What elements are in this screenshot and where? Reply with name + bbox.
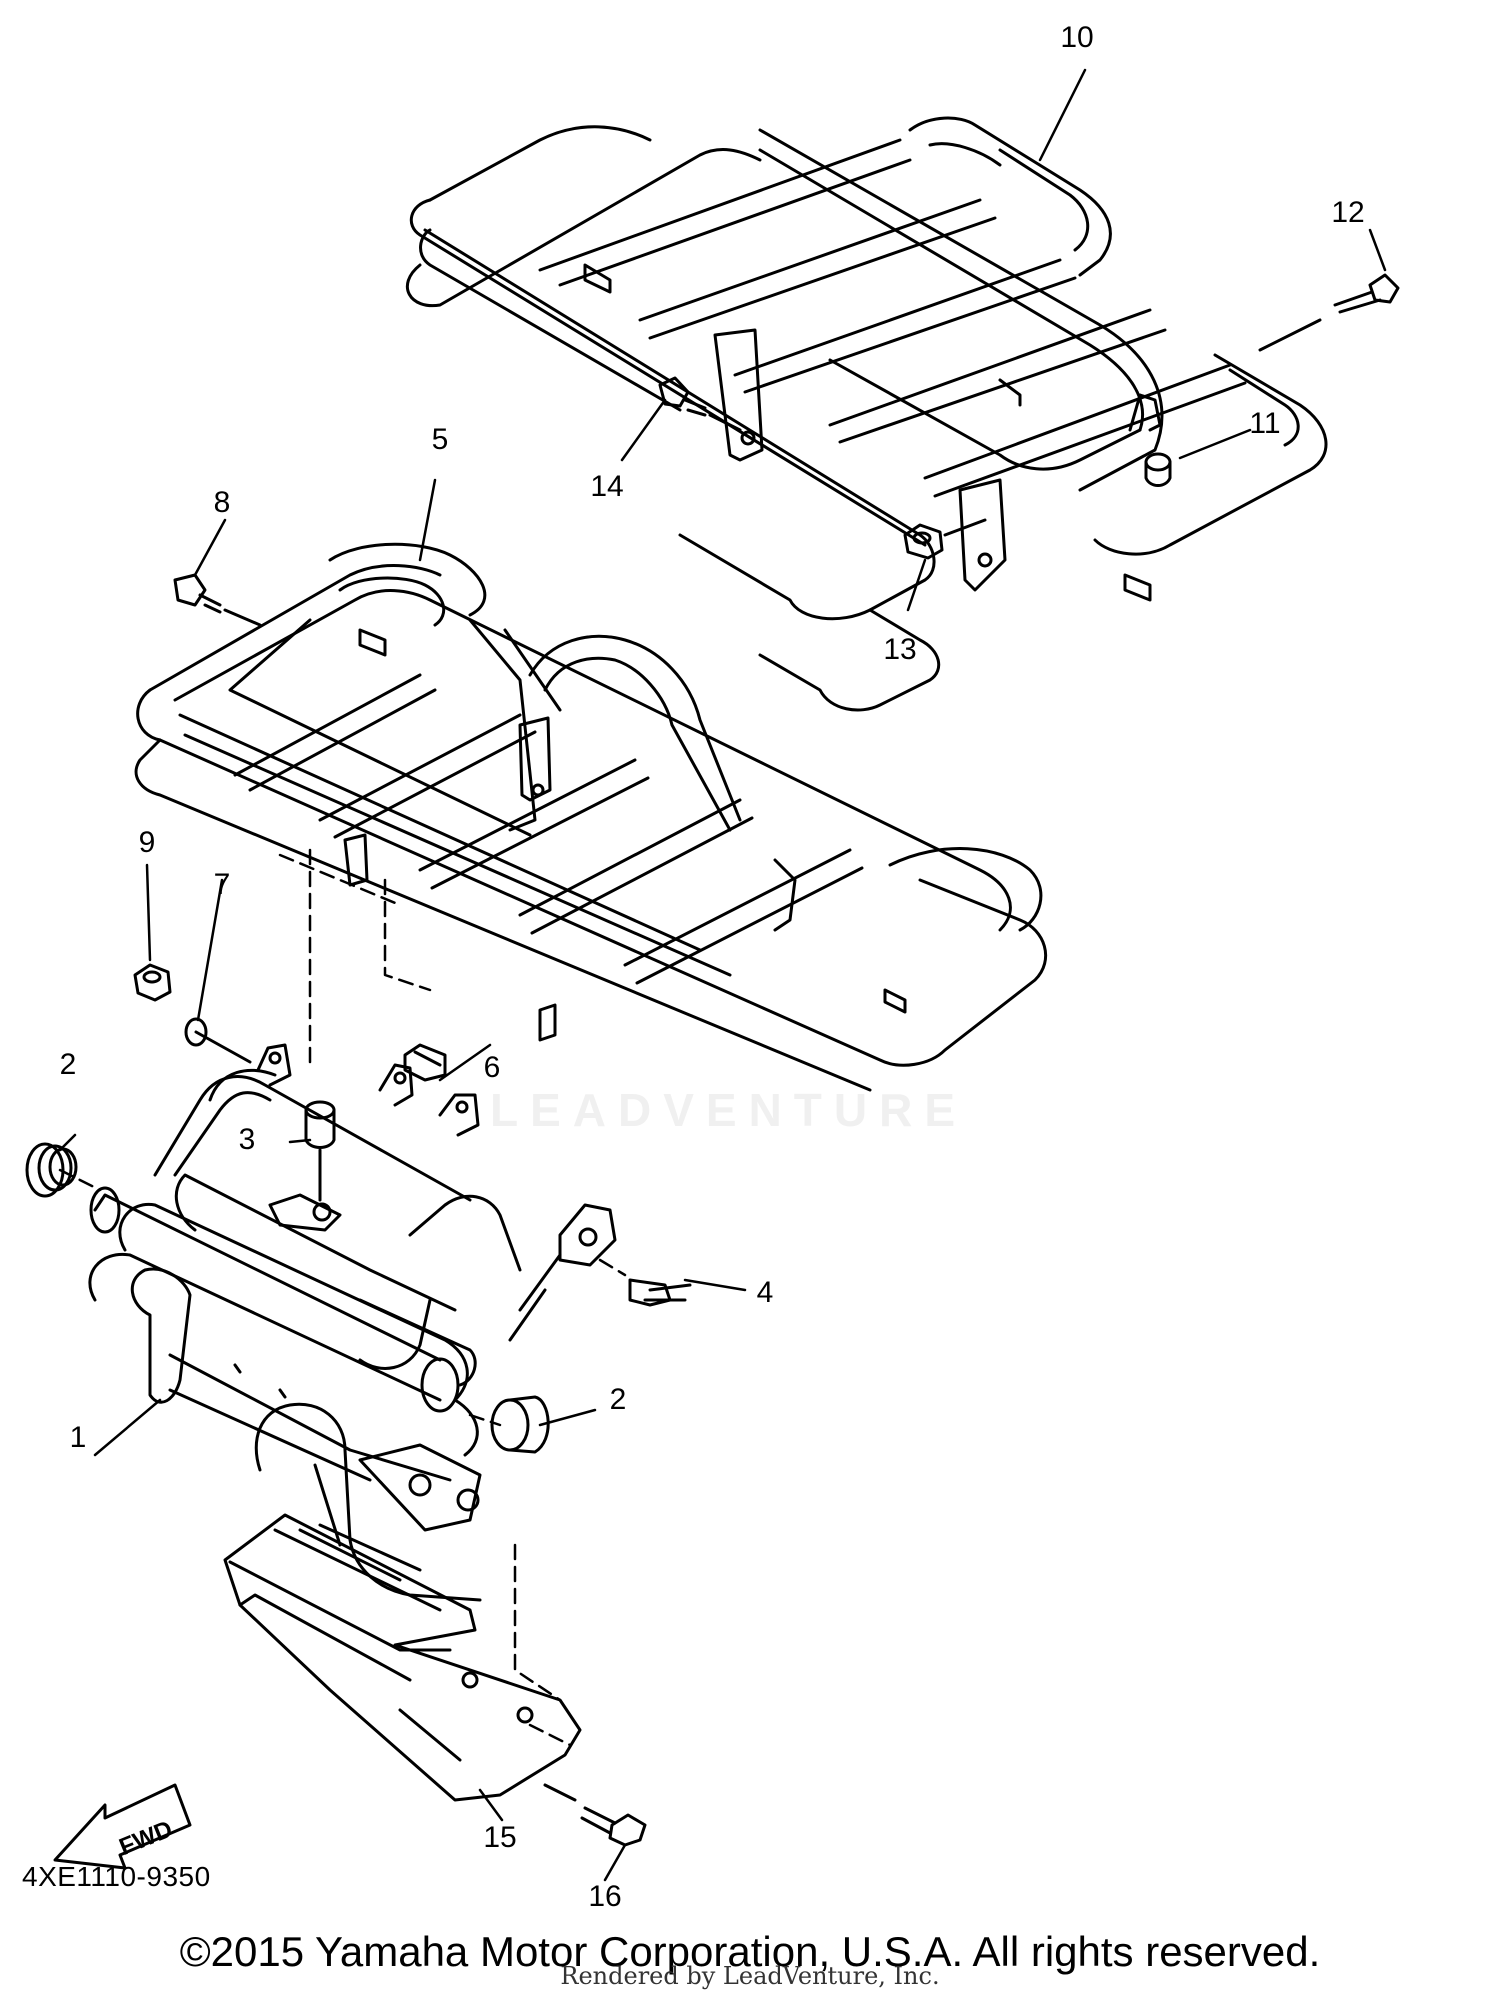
nut-13 bbox=[903, 518, 987, 560]
fwd-arrow-icon bbox=[53, 1783, 192, 1870]
callout-11: 11 bbox=[1249, 407, 1281, 440]
collar-11 bbox=[1144, 452, 1172, 487]
diagram-code: 4XE1110-9350 bbox=[22, 1861, 211, 1892]
callout-4: 4 bbox=[756, 1276, 774, 1309]
callout-15: 15 bbox=[483, 1821, 517, 1854]
leader-lines bbox=[58, 68, 1387, 1882]
cap-left bbox=[25, 1142, 78, 1198]
copyright-notice: ©2015 Yamaha Motor Corporation, U.S.A. A… bbox=[179, 1928, 1321, 1975]
front-carrier bbox=[134, 542, 1048, 1092]
front-guard bbox=[88, 1043, 617, 1602]
rear-carrier bbox=[406, 116, 1328, 712]
bolt-16 bbox=[543, 1783, 647, 1847]
skid-plate bbox=[223, 1513, 582, 1802]
bolt-14 bbox=[658, 376, 742, 432]
assembly-lines bbox=[58, 848, 627, 1747]
rendered-by: Rendered by LeadVenture, Inc. bbox=[560, 1962, 940, 1990]
callout-10: 10 bbox=[1060, 21, 1094, 54]
callout-12: 12 bbox=[1331, 196, 1365, 229]
fwd-label: FWD bbox=[115, 1816, 176, 1862]
callout-2-right: 2 bbox=[609, 1383, 627, 1416]
callout-8: 8 bbox=[213, 486, 231, 519]
callout-16: 16 bbox=[588, 1880, 622, 1913]
nut-9 bbox=[133, 963, 172, 1002]
callout-14: 14 bbox=[590, 470, 624, 503]
callout-7: 7 bbox=[213, 868, 231, 901]
callout-5: 5 bbox=[431, 423, 449, 456]
bolt-12 bbox=[1258, 273, 1400, 352]
callout-3: 3 bbox=[238, 1123, 256, 1156]
callout-2-left: 2 bbox=[59, 1048, 77, 1081]
callout-13: 13 bbox=[883, 633, 917, 666]
bolt-4 bbox=[628, 1278, 692, 1307]
watermark: LEADVENTURE bbox=[490, 1084, 968, 1136]
callout-1: 1 bbox=[69, 1421, 87, 1454]
cap-right bbox=[490, 1395, 550, 1454]
bolt-8 bbox=[173, 573, 262, 627]
washer-7 bbox=[184, 1017, 252, 1064]
callout-6: 6 bbox=[483, 1051, 501, 1084]
callout-9: 9 bbox=[138, 826, 156, 859]
